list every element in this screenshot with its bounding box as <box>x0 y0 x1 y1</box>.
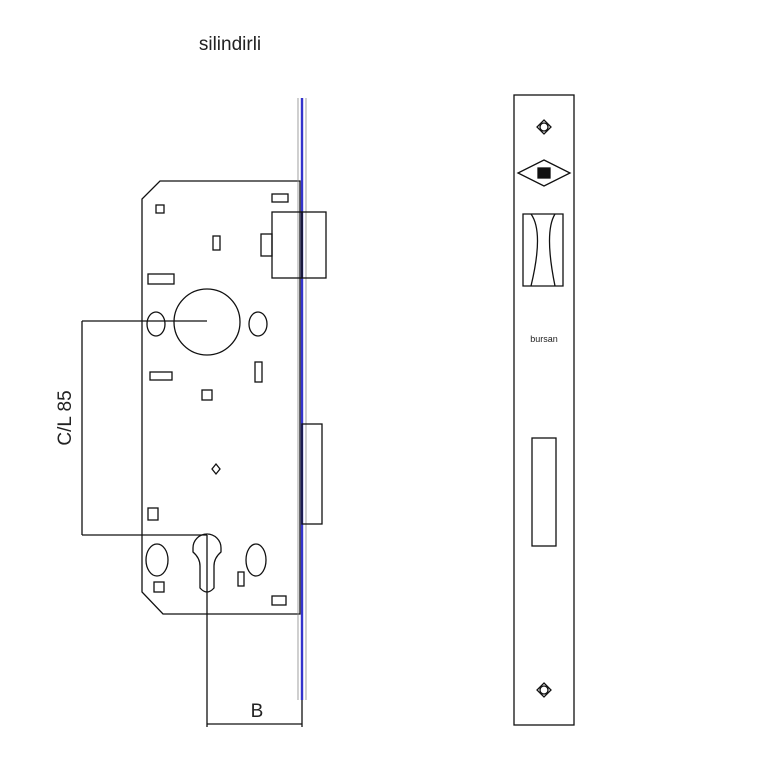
body-slot <box>237 571 245 587</box>
faceplate-diamond-square <box>537 167 551 179</box>
body-slot <box>271 595 287 606</box>
latch-bolt <box>260 193 327 279</box>
screw-hole <box>536 682 552 698</box>
body-slot <box>147 507 159 521</box>
screw-hole <box>248 311 268 337</box>
lock-body <box>141 98 307 700</box>
faceplate-front <box>513 94 575 726</box>
screw-hole <box>146 311 166 337</box>
deadbolt-opening <box>531 437 557 547</box>
dead-bolt <box>301 423 323 525</box>
body-slot <box>254 361 263 383</box>
body-slot <box>147 273 175 285</box>
faceplate-outline <box>513 94 575 726</box>
screw-hole <box>245 543 267 577</box>
dimension-center-distance <box>81 320 207 536</box>
latch-opening <box>522 213 564 287</box>
screw-hole <box>536 119 552 135</box>
backset-label: B <box>251 701 264 722</box>
body-slot <box>212 235 221 251</box>
cylinder-profile-hole <box>192 533 222 593</box>
body-slot <box>155 204 165 214</box>
body-slot <box>149 371 173 381</box>
diagram-title: silindirli <box>198 34 262 55</box>
body-slot <box>201 389 213 401</box>
lock-body-outline <box>141 180 301 615</box>
dimension-backset <box>206 535 303 727</box>
screw-hole <box>145 543 169 577</box>
body-pin <box>211 462 221 476</box>
faceplate-brand-label: bursan <box>530 334 558 344</box>
faceplate-diamond <box>516 159 572 187</box>
body-slot <box>153 581 165 593</box>
center-distance-label: C/L 85 <box>55 390 76 445</box>
handle-follower-hole <box>173 288 241 356</box>
